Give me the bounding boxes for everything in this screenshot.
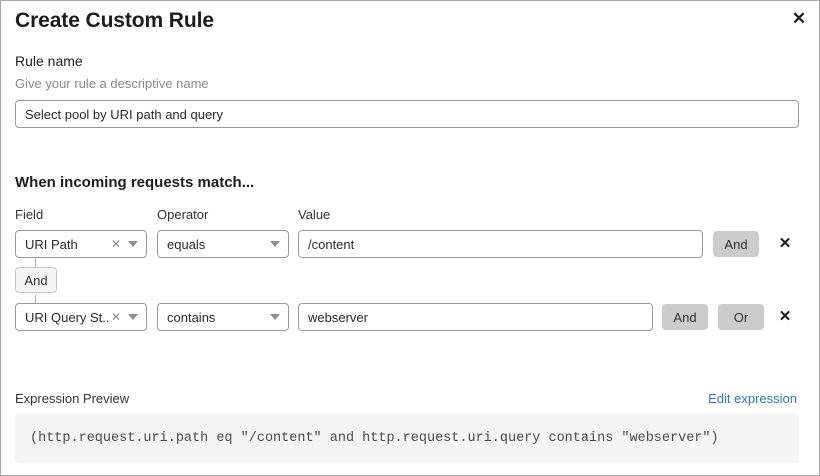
edit-expression-link[interactable]: Edit expression	[708, 391, 797, 406]
column-header-operator: Operator	[157, 207, 209, 222]
connector-line-bottom	[35, 295, 36, 304]
expression-preview-code: (http.request.uri.path eq "/content" and…	[30, 430, 719, 446]
connector-line-top	[35, 258, 36, 267]
chevron-down-icon[interactable]	[128, 241, 138, 247]
and-button-row-2[interactable]: And	[662, 304, 708, 330]
column-header-value: Value	[298, 207, 331, 222]
column-header-field: Field	[15, 207, 44, 222]
condition-row: URI Query St... ✕ contains And Or ✕	[1, 303, 819, 331]
operator-select-2[interactable]: contains	[157, 303, 289, 331]
value-input-2[interactable]	[298, 303, 653, 331]
rule-name-hint: Give your rule a descriptive name	[15, 76, 209, 91]
operator-select-1[interactable]: equals	[157, 230, 289, 258]
chevron-down-icon[interactable]	[128, 314, 138, 320]
operator-select-2-value: contains	[167, 309, 216, 325]
clear-icon[interactable]: ✕	[110, 310, 121, 324]
expression-preview-label: Expression Preview	[15, 391, 130, 406]
clear-icon[interactable]: ✕	[110, 237, 121, 251]
rule-name-input[interactable]	[15, 100, 799, 128]
chevron-down-icon[interactable]	[270, 314, 280, 320]
condition-row: URI Path ✕ equals And ✕	[1, 230, 819, 258]
chevron-down-icon[interactable]	[270, 241, 280, 247]
and-button-row-1[interactable]: And	[713, 231, 759, 257]
or-button-row-2[interactable]: Or	[718, 304, 764, 330]
close-icon[interactable]: ✕	[791, 8, 807, 28]
delete-icon[interactable]: ✕	[778, 307, 792, 325]
field-select-1[interactable]: URI Path ✕	[15, 230, 147, 258]
row-connector: And	[15, 258, 135, 304]
delete-icon[interactable]: ✕	[778, 234, 792, 252]
matching-section-heading: When incoming requests match...	[15, 174, 255, 191]
rule-name-label: Rule name	[15, 53, 83, 69]
field-select-2[interactable]: URI Query St... ✕	[15, 303, 147, 331]
field-select-2-value: URI Query St...	[25, 309, 111, 325]
value-input-1[interactable]	[298, 230, 703, 258]
page-title: Create Custom Rule	[15, 9, 214, 32]
operator-select-1-value: equals	[167, 236, 206, 252]
field-select-1-value: URI Path	[25, 236, 78, 252]
expression-preview-box: (http.request.uri.path eq "/content" and…	[15, 413, 799, 463]
connector-and-badge[interactable]: And	[15, 267, 57, 293]
